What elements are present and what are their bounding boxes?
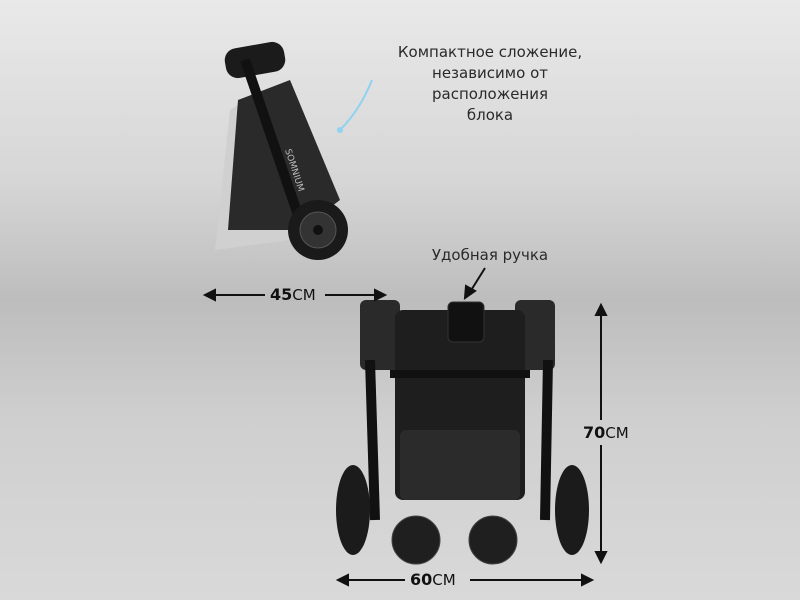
stroller-front-view [336, 300, 589, 565]
caption-line: расположения [431, 85, 549, 103]
caption-line: блока [466, 106, 514, 124]
handle-caption: Удобная ручка [431, 246, 549, 264]
height-value: 70 [583, 423, 606, 442]
depth-label: 45СМ [270, 285, 316, 304]
caption-line: независимо от [432, 64, 548, 82]
dimension-arrows [202, 267, 608, 587]
height-label: 70СМ [583, 423, 629, 442]
height-unit: СМ [605, 424, 629, 442]
caption-line: Компактное сложение, [397, 43, 583, 61]
depth-value: 45 [270, 285, 293, 304]
width-unit: СМ [432, 571, 456, 589]
width-label: 60СМ [410, 570, 456, 589]
folded-stroller: SOMNIUM [215, 41, 373, 260]
width-value: 60 [410, 570, 433, 589]
depth-unit: СМ [292, 286, 316, 304]
fold-caption: Компактное сложение, независимо от распо… [370, 42, 610, 126]
